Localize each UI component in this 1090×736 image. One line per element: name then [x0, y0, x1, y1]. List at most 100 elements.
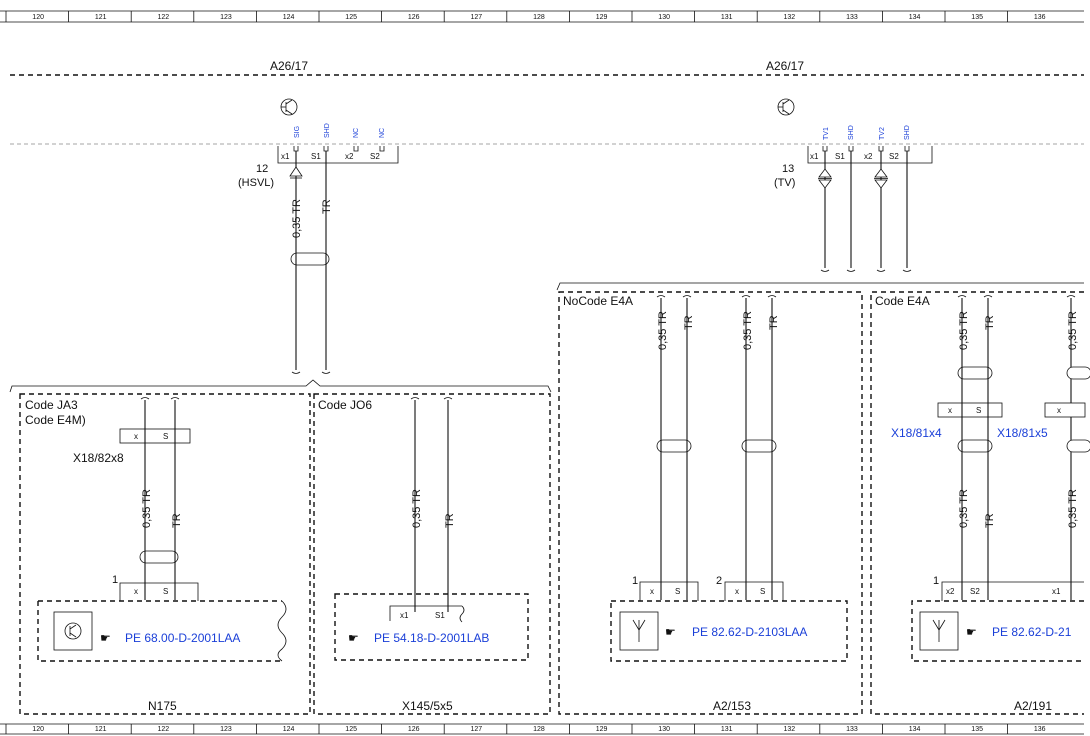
- ruler-number: 135: [971, 726, 983, 733]
- connector-12-number: 12: [256, 163, 268, 175]
- component-a2-153: A2/153: [713, 699, 751, 713]
- pin-s1: S1: [311, 152, 321, 161]
- pin-s2-r: S2: [889, 152, 899, 161]
- pointer-icon: ☛: [100, 631, 111, 645]
- ja3-conn-s: S: [163, 432, 168, 441]
- ja3-conn-1: 1: [112, 574, 118, 586]
- x18-81x5-x: x: [1057, 406, 1061, 415]
- box-code-jo6: Code JO6 0,35 TR TR x1 S1 ☛ PE 54.18-D-2…: [313, 393, 551, 715]
- ruler-number: 135: [971, 14, 983, 21]
- right-component-label: A26/17: [766, 59, 804, 73]
- box-e4a-title: Code E4A: [875, 294, 930, 308]
- ref-a2-153[interactable]: PE 82.62-D-2103LAA: [692, 625, 807, 639]
- pointer-icon-4: ☛: [966, 625, 977, 639]
- box-ja3-title-2: Code E4M): [25, 413, 86, 427]
- antenna-icon: [632, 619, 646, 642]
- ruler-number: 121: [95, 726, 107, 733]
- ref-n175[interactable]: PE 68.00-D-2001LAA: [125, 631, 240, 645]
- connector-x18-81x4[interactable]: X18/81x4: [891, 426, 942, 440]
- pin-nc-2: NC: [379, 128, 386, 138]
- ruler-number: 124: [283, 726, 295, 733]
- ref-a2-191[interactable]: PE 82.62-D-21: [992, 625, 1072, 639]
- ruler-number: 124: [283, 14, 295, 21]
- ruler-number: 133: [846, 726, 858, 733]
- connector-12-hsvl: 12 (HSVL) SIG SHD NC NC x1 S1 x2 S2: [238, 123, 399, 189]
- box-nocode-title: NoCode E4A: [563, 294, 633, 308]
- pin-tv2: TV2: [879, 127, 886, 140]
- component-n175: N175: [148, 699, 177, 713]
- connector-x18-82x8: X18/82x8: [73, 451, 124, 465]
- a2-153-x-2: x: [735, 587, 739, 596]
- pin-s1-r: S1: [835, 152, 845, 161]
- ruler-number: 122: [158, 14, 170, 21]
- ruler-number: 132: [784, 726, 796, 733]
- a2-153-conn-2: 2: [716, 575, 722, 587]
- ruler-number: 120: [32, 726, 44, 733]
- ref-x145[interactable]: PE 54.18-D-2001LAB: [374, 631, 489, 645]
- a2-153-conn-1: 1: [632, 575, 638, 587]
- wire-label-tr-5: TR: [768, 315, 780, 330]
- connector-x18-81x5[interactable]: X18/81x5: [997, 426, 1048, 440]
- pin-x2-r: x2: [864, 152, 873, 161]
- x18-81x4-x: x: [948, 406, 952, 415]
- wire-label-035-tr-4: 0,35 TR: [657, 311, 669, 350]
- box-nocode-e4a: NoCode E4A 0,35 TR TR 0,35 TR TR 1 x S 2…: [558, 291, 863, 715]
- ruler-number: 131: [721, 726, 733, 733]
- ruler-number: 133: [846, 14, 858, 21]
- pin-x1: x1: [281, 152, 290, 161]
- ruler-number: 134: [909, 726, 921, 733]
- pointer-icon-2: ☛: [348, 631, 359, 645]
- pin-shd: SHD: [324, 123, 331, 138]
- component-x145: X145/5x5: [402, 699, 453, 713]
- pin-shd-1: SHD: [848, 125, 855, 140]
- a2-153-x-1: x: [650, 587, 654, 596]
- ruler-number: 130: [658, 14, 670, 21]
- connector-13-number: 13: [782, 163, 794, 175]
- wire-label-tr-4: TR: [683, 315, 695, 330]
- wire-label-tr-3: TR: [444, 513, 456, 528]
- ruler-number: 120: [32, 14, 44, 21]
- ruler-number: 136: [1034, 726, 1046, 733]
- ruler-number: 127: [471, 726, 483, 733]
- right-group-bracket: [556, 282, 1084, 291]
- transistor-icon-right: [777, 98, 795, 116]
- a2-191-x2: x2: [946, 587, 955, 596]
- antenna-icon-2: [932, 619, 946, 642]
- box-code-e4a: Code E4A 0,35 TR TR 0,35 TR x S X18/81x4…: [870, 291, 1090, 715]
- box-code-ja3: Code JA3 Code E4M) x S X18/82x8 0,35 TR …: [19, 393, 311, 715]
- wire-label-035-tr-2: 0,35 TR: [141, 489, 153, 528]
- ruler-number: 136: [1034, 14, 1046, 21]
- connector-12-sub: (HSVL): [238, 177, 274, 189]
- ruler-number: 127: [471, 14, 483, 21]
- ja3-bot-s: S: [163, 587, 168, 596]
- pin-sig: SIG: [294, 126, 301, 138]
- ruler-number: 126: [408, 14, 420, 21]
- wire-label-035-tr-8: 0,35 TR: [958, 489, 970, 528]
- pin-x1-r: x1: [810, 152, 819, 161]
- wire-label-035-tr-1: 0,35 TR: [291, 199, 303, 238]
- wire-label-035-tr-7: 0,35 TR: [1067, 311, 1079, 350]
- component-a2-191: A2/191: [1014, 699, 1052, 713]
- pin-tv1: TV1: [823, 127, 830, 140]
- pin-s2: S2: [370, 152, 380, 161]
- pointer-icon-3: ☛: [665, 625, 676, 639]
- ruler-number: 122: [158, 726, 170, 733]
- ruler-number: 123: [220, 726, 232, 733]
- wire-label-035-tr-6: 0,35 TR: [958, 311, 970, 350]
- ruler-number: 130: [658, 726, 670, 733]
- pin-shd-2: SHD: [904, 125, 911, 140]
- sensor-icon: [64, 622, 82, 640]
- a2-191-x1: x1: [1052, 587, 1061, 596]
- left-group-bracket: [9, 379, 552, 393]
- jo6-s1: S1: [435, 611, 445, 620]
- wire-label-035-tr-3: 0,35 TR: [411, 489, 423, 528]
- wire-label-tr-1: TR: [321, 199, 333, 214]
- transistor-icon-left: [280, 98, 298, 116]
- ja3-bot-x: x: [134, 587, 138, 596]
- wire-label-tr-6: TR: [984, 315, 996, 330]
- ruler-number: 128: [533, 726, 545, 733]
- wire-label-035-tr-5: 0,35 TR: [742, 311, 754, 350]
- ruler-number: 134: [909, 14, 921, 21]
